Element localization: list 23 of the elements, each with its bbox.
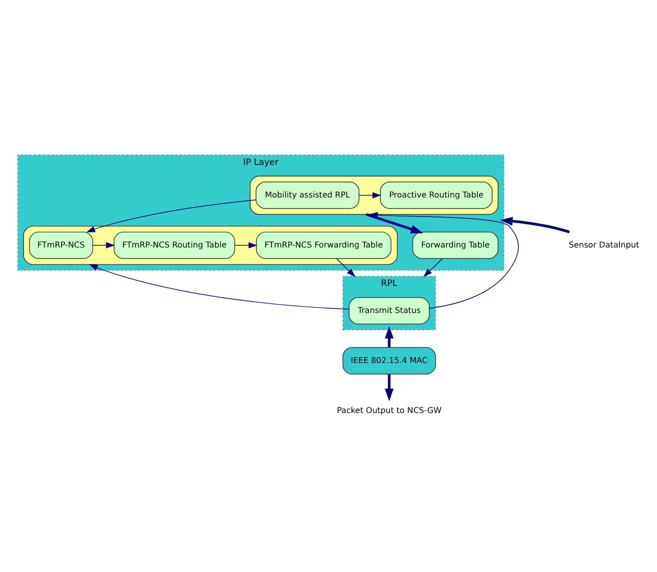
node-box: FTmRP-NCS [29, 231, 94, 258]
node-box: FTmRP-NCS Forwarding Table [256, 231, 392, 258]
arrow [92, 242, 115, 248]
arrow [500, 216, 570, 233]
arrow [384, 326, 394, 347]
arrow [89, 263, 350, 310]
arrow [336, 258, 356, 276]
node-text: Sensor DataInput [568, 238, 640, 249]
node-text: Packet Output to NCS-GW [336, 404, 442, 414]
cluster [250, 175, 498, 214]
arrow [366, 212, 424, 233]
arrow [384, 374, 394, 401]
node-box: FTmRP-NCS Routing Table [114, 231, 236, 258]
arrow [358, 192, 382, 198]
arrow [86, 199, 256, 232]
arrow [234, 242, 258, 248]
node-box: Proactive Routing Table [380, 181, 493, 208]
node-box: Mobility assisted RPL [256, 181, 360, 208]
arrow [368, 212, 519, 308]
node-box: Forwarding Table [412, 231, 498, 258]
node-box: IEEE 802.15.4 MAC [342, 346, 436, 374]
node-box: Transmit Status [348, 296, 430, 324]
arrow [423, 258, 443, 276]
